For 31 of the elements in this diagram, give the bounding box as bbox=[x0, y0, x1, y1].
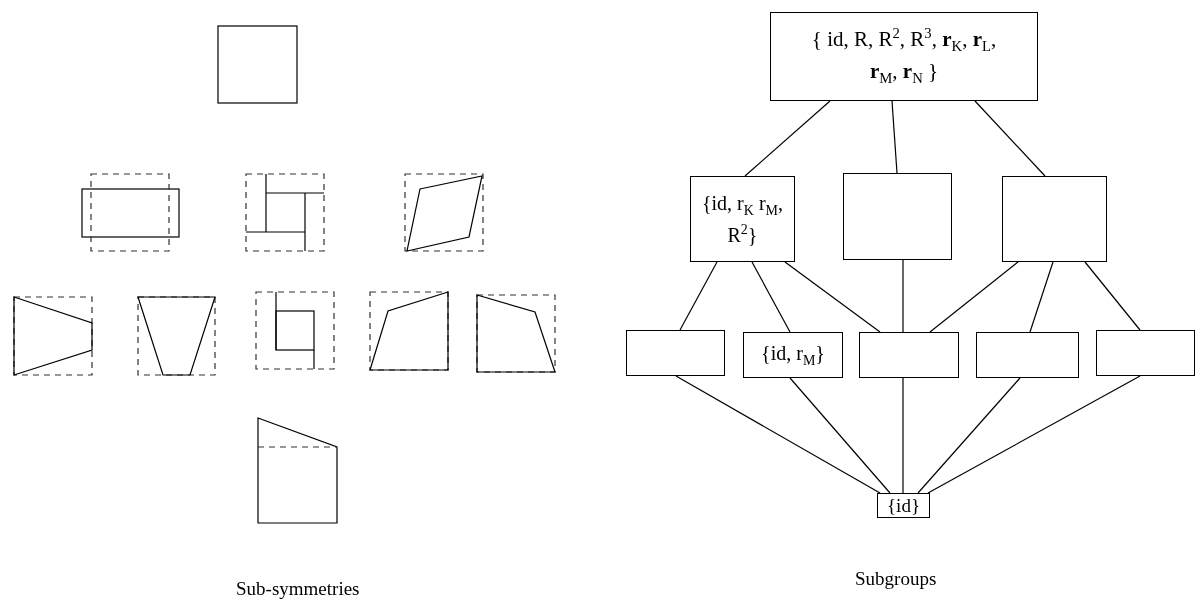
connector-line bbox=[751, 261, 791, 333]
set-box bbox=[743, 332, 843, 378]
set-box bbox=[770, 12, 1038, 101]
connector-line bbox=[675, 375, 881, 494]
empty-box bbox=[976, 332, 1079, 378]
connector-line bbox=[974, 100, 1046, 177]
empty-box bbox=[843, 173, 952, 260]
connector-line bbox=[929, 261, 1019, 333]
connector-line bbox=[789, 377, 891, 494]
connector-line bbox=[902, 259, 904, 333]
set-text: {id} bbox=[887, 493, 920, 518]
set-text: {id, r$_{K}$ r$_{M}$, R$^{2}$} bbox=[700, 190, 785, 248]
empty-box bbox=[859, 332, 959, 378]
caption-text: Subgroups bbox=[855, 568, 937, 590]
caption-text: Sub-symmetries bbox=[236, 578, 360, 600]
set-box bbox=[877, 493, 930, 518]
connector-line bbox=[1084, 261, 1141, 331]
connector-line bbox=[1029, 261, 1054, 333]
set-box bbox=[690, 176, 795, 262]
empty-box bbox=[1002, 176, 1107, 262]
connector-line bbox=[902, 377, 904, 494]
connector-line bbox=[784, 261, 881, 333]
connector-line bbox=[917, 377, 1021, 494]
set-text: { id, R, R$^{2}$, R$^{3}$, r$_{K}$, r$_{L}$, r$_{M}$, r$_{N}$ } bbox=[810, 23, 998, 89]
connector-line bbox=[891, 100, 898, 174]
connector-line bbox=[679, 261, 718, 331]
empty-box bbox=[1096, 330, 1195, 376]
empty-box bbox=[626, 330, 725, 376]
connector-line bbox=[927, 375, 1141, 494]
connector-line bbox=[744, 100, 831, 177]
set-text: {id, r$_{M}$} bbox=[761, 340, 825, 370]
